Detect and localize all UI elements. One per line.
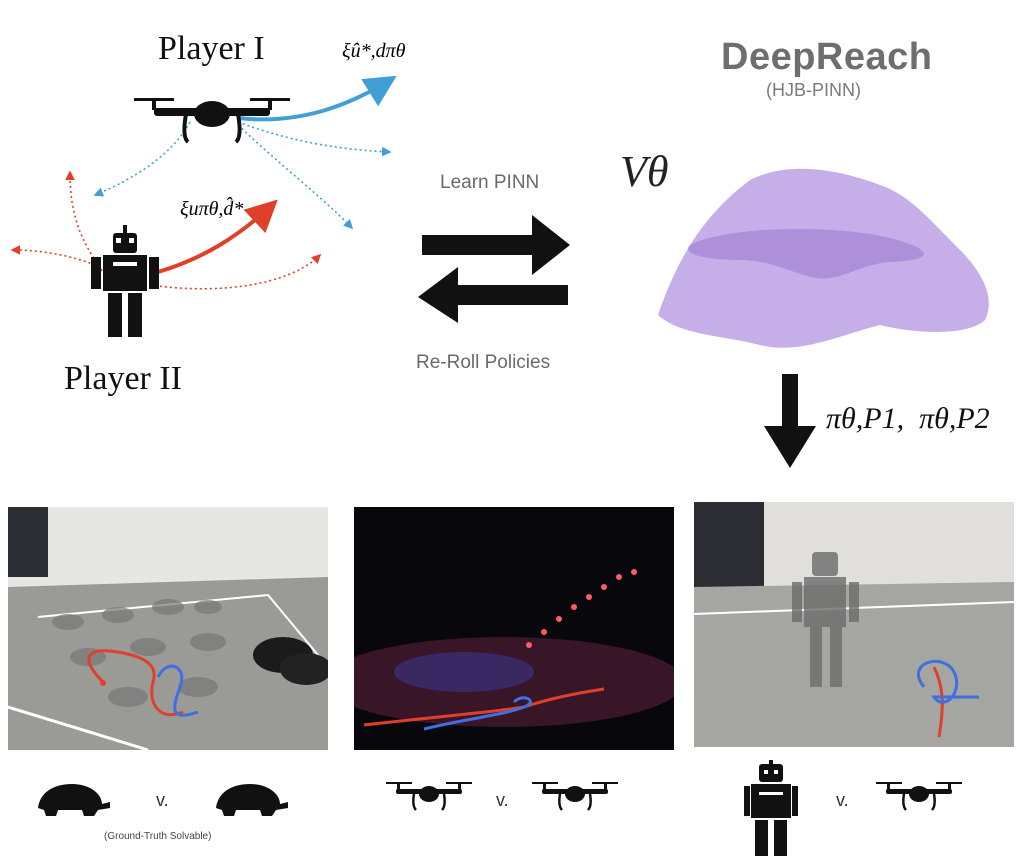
deepreach-title: DeepReach bbox=[721, 36, 933, 78]
down-arrow-icon bbox=[764, 374, 816, 468]
drone-icon bbox=[532, 782, 618, 811]
vs-label-2: v. bbox=[496, 790, 509, 810]
turtle-icon bbox=[38, 784, 110, 816]
reroll-policies-label: Re-Roll Policies bbox=[416, 352, 551, 373]
photo-humanoid-experiment bbox=[694, 502, 1014, 747]
xi-red-label: ξuπθ,d̂* bbox=[180, 198, 244, 220]
deepreach-subtitle: (HJB-PINN) bbox=[766, 80, 861, 100]
photo-turtlebot-experiment bbox=[8, 507, 328, 750]
value-surface bbox=[658, 168, 989, 348]
robot-icon bbox=[744, 760, 798, 856]
arrow-right-icon bbox=[422, 215, 570, 275]
robot-icon bbox=[91, 225, 159, 337]
xi-blue-label: ξû*,dπθ bbox=[342, 40, 406, 62]
drone-icon bbox=[876, 782, 962, 811]
exchange-arrows bbox=[418, 215, 570, 323]
vs-label-3: v. bbox=[836, 790, 849, 810]
player1-label: Player I bbox=[158, 30, 265, 67]
ground-truth-caption: (Ground-Truth Solvable) bbox=[104, 831, 212, 842]
policy-label: πθ,P1, πθ,P2 bbox=[826, 402, 990, 435]
turtle-icon bbox=[216, 784, 288, 816]
player-trajectories bbox=[10, 75, 397, 337]
drone-icon bbox=[134, 98, 290, 144]
player2-label: Player II bbox=[64, 360, 183, 397]
learn-pinn-label: Learn PINN bbox=[440, 172, 540, 193]
arrow-left-icon bbox=[418, 267, 568, 323]
drone-icon bbox=[386, 782, 472, 811]
photo-drone-experiment bbox=[354, 507, 674, 750]
vs-label-1: v. bbox=[156, 790, 169, 810]
value-function-label: Vθ bbox=[620, 147, 669, 196]
